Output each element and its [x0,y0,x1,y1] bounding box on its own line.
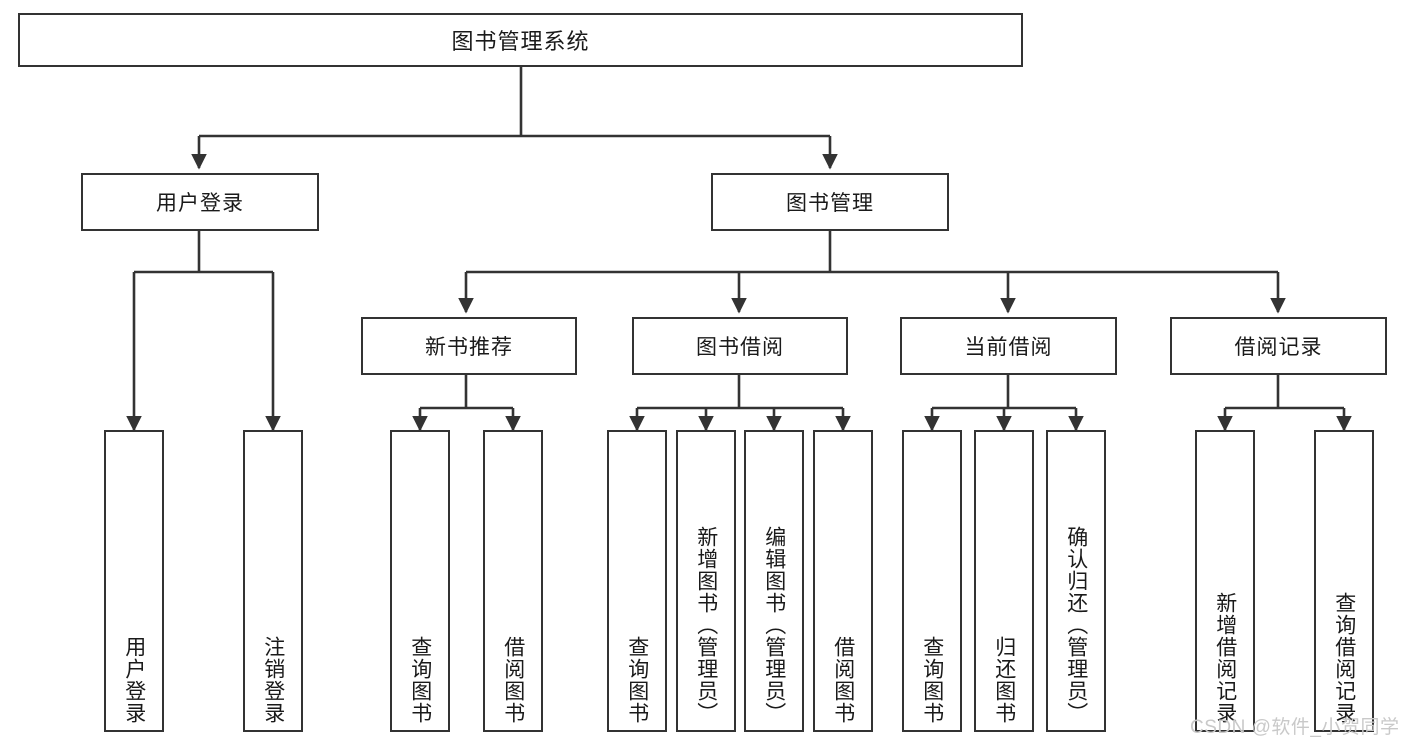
leaf-label: 新增借阅记录 [1213,592,1237,724]
leaf-label: 归还图书 [992,636,1016,724]
leaf-query-book-3[interactable]: 查询图书 [902,430,962,732]
node-new-book-recommend[interactable]: 新书推荐 [361,317,577,375]
leaf-label: 借阅图书 [501,636,525,724]
leaf-logout-login[interactable]: 注销登录 [243,430,303,732]
leaf-label: 查询借阅记录 [1332,592,1356,724]
node-root[interactable]: 图书管理系统 [18,13,1023,67]
leaf-query-book-1[interactable]: 查询图书 [390,430,450,732]
node-user-login[interactable]: 用户登录 [81,173,319,231]
node-borrow-record[interactable]: 借阅记录 [1170,317,1387,375]
node-current-borrow[interactable]: 当前借阅 [900,317,1117,375]
leaf-label: 查询图书 [408,636,432,724]
leaf-confirm-return[interactable]: 确认归还（管理员） [1046,430,1106,732]
leaf-label: 查询图书 [625,636,649,724]
node-book-manage[interactable]: 图书管理 [711,173,949,231]
leaf-borrow-book-2[interactable]: 借阅图书 [813,430,873,732]
leaf-add-book[interactable]: 新增图书（管理员） [676,430,736,732]
leaf-label: 注销登录 [261,636,285,724]
leaf-query-book-2[interactable]: 查询图书 [607,430,667,732]
leaf-label: 查询图书 [920,636,944,724]
csdn-watermark: CSDN @软件_小贺同学 [1190,717,1400,738]
leaf-edit-book[interactable]: 编辑图书（管理员） [744,430,804,732]
leaf-label: 确认归还（管理员） [1064,526,1088,724]
leaf-label: 借阅图书 [831,636,855,724]
node-book-borrow[interactable]: 图书借阅 [632,317,848,375]
leaf-borrow-book-1[interactable]: 借阅图书 [483,430,543,732]
leaf-label: 编辑图书（管理员） [762,526,786,724]
leaf-user-login[interactable]: 用户登录 [104,430,164,732]
leaf-return-book[interactable]: 归还图书 [974,430,1034,732]
leaf-label: 用户登录 [122,636,146,724]
leaf-query-record[interactable]: 查询借阅记录 [1314,430,1374,732]
leaf-label: 新增图书（管理员） [694,526,718,724]
leaf-add-record[interactable]: 新增借阅记录 [1195,430,1255,732]
